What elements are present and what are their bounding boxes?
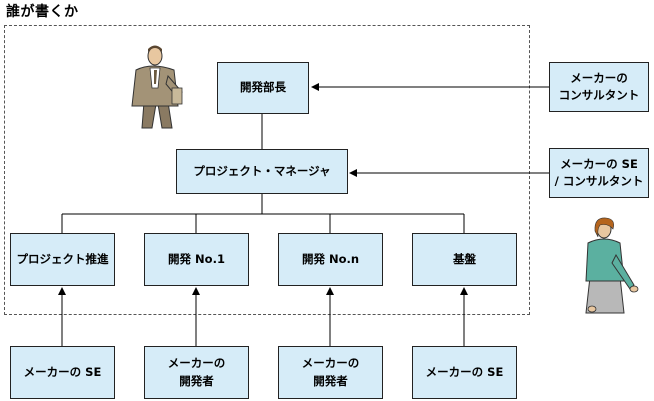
bottom-box-se-1: メーカーの SE [10, 346, 115, 399]
team-box-infra: 基盤 [412, 233, 517, 286]
bottom-box-dev-2: メーカーの 開発者 [278, 346, 383, 399]
organization-boundary [4, 25, 530, 315]
team-box-dev-n: 開発 No.n [278, 233, 383, 286]
pm-box: プロジェクト・マネージャ [176, 149, 348, 194]
external-consultant-box: メーカーの コンサルタント [549, 62, 649, 112]
team-box-promotion: プロジェクト推進 [10, 233, 115, 286]
businessman-illustration [131, 45, 183, 129]
diagram-title: 誰が書くか [6, 4, 79, 20]
bottom-box-dev-1: メーカーの 開発者 [144, 346, 249, 399]
bottom-box-se-2: メーカーの SE [412, 346, 517, 399]
businesswoman-illustration [585, 217, 639, 314]
external-se-consultant-box: メーカーの SE / コンサルタント [549, 148, 649, 198]
team-box-dev-1: 開発 No.1 [144, 233, 249, 286]
head-box: 開発部長 [217, 62, 309, 114]
